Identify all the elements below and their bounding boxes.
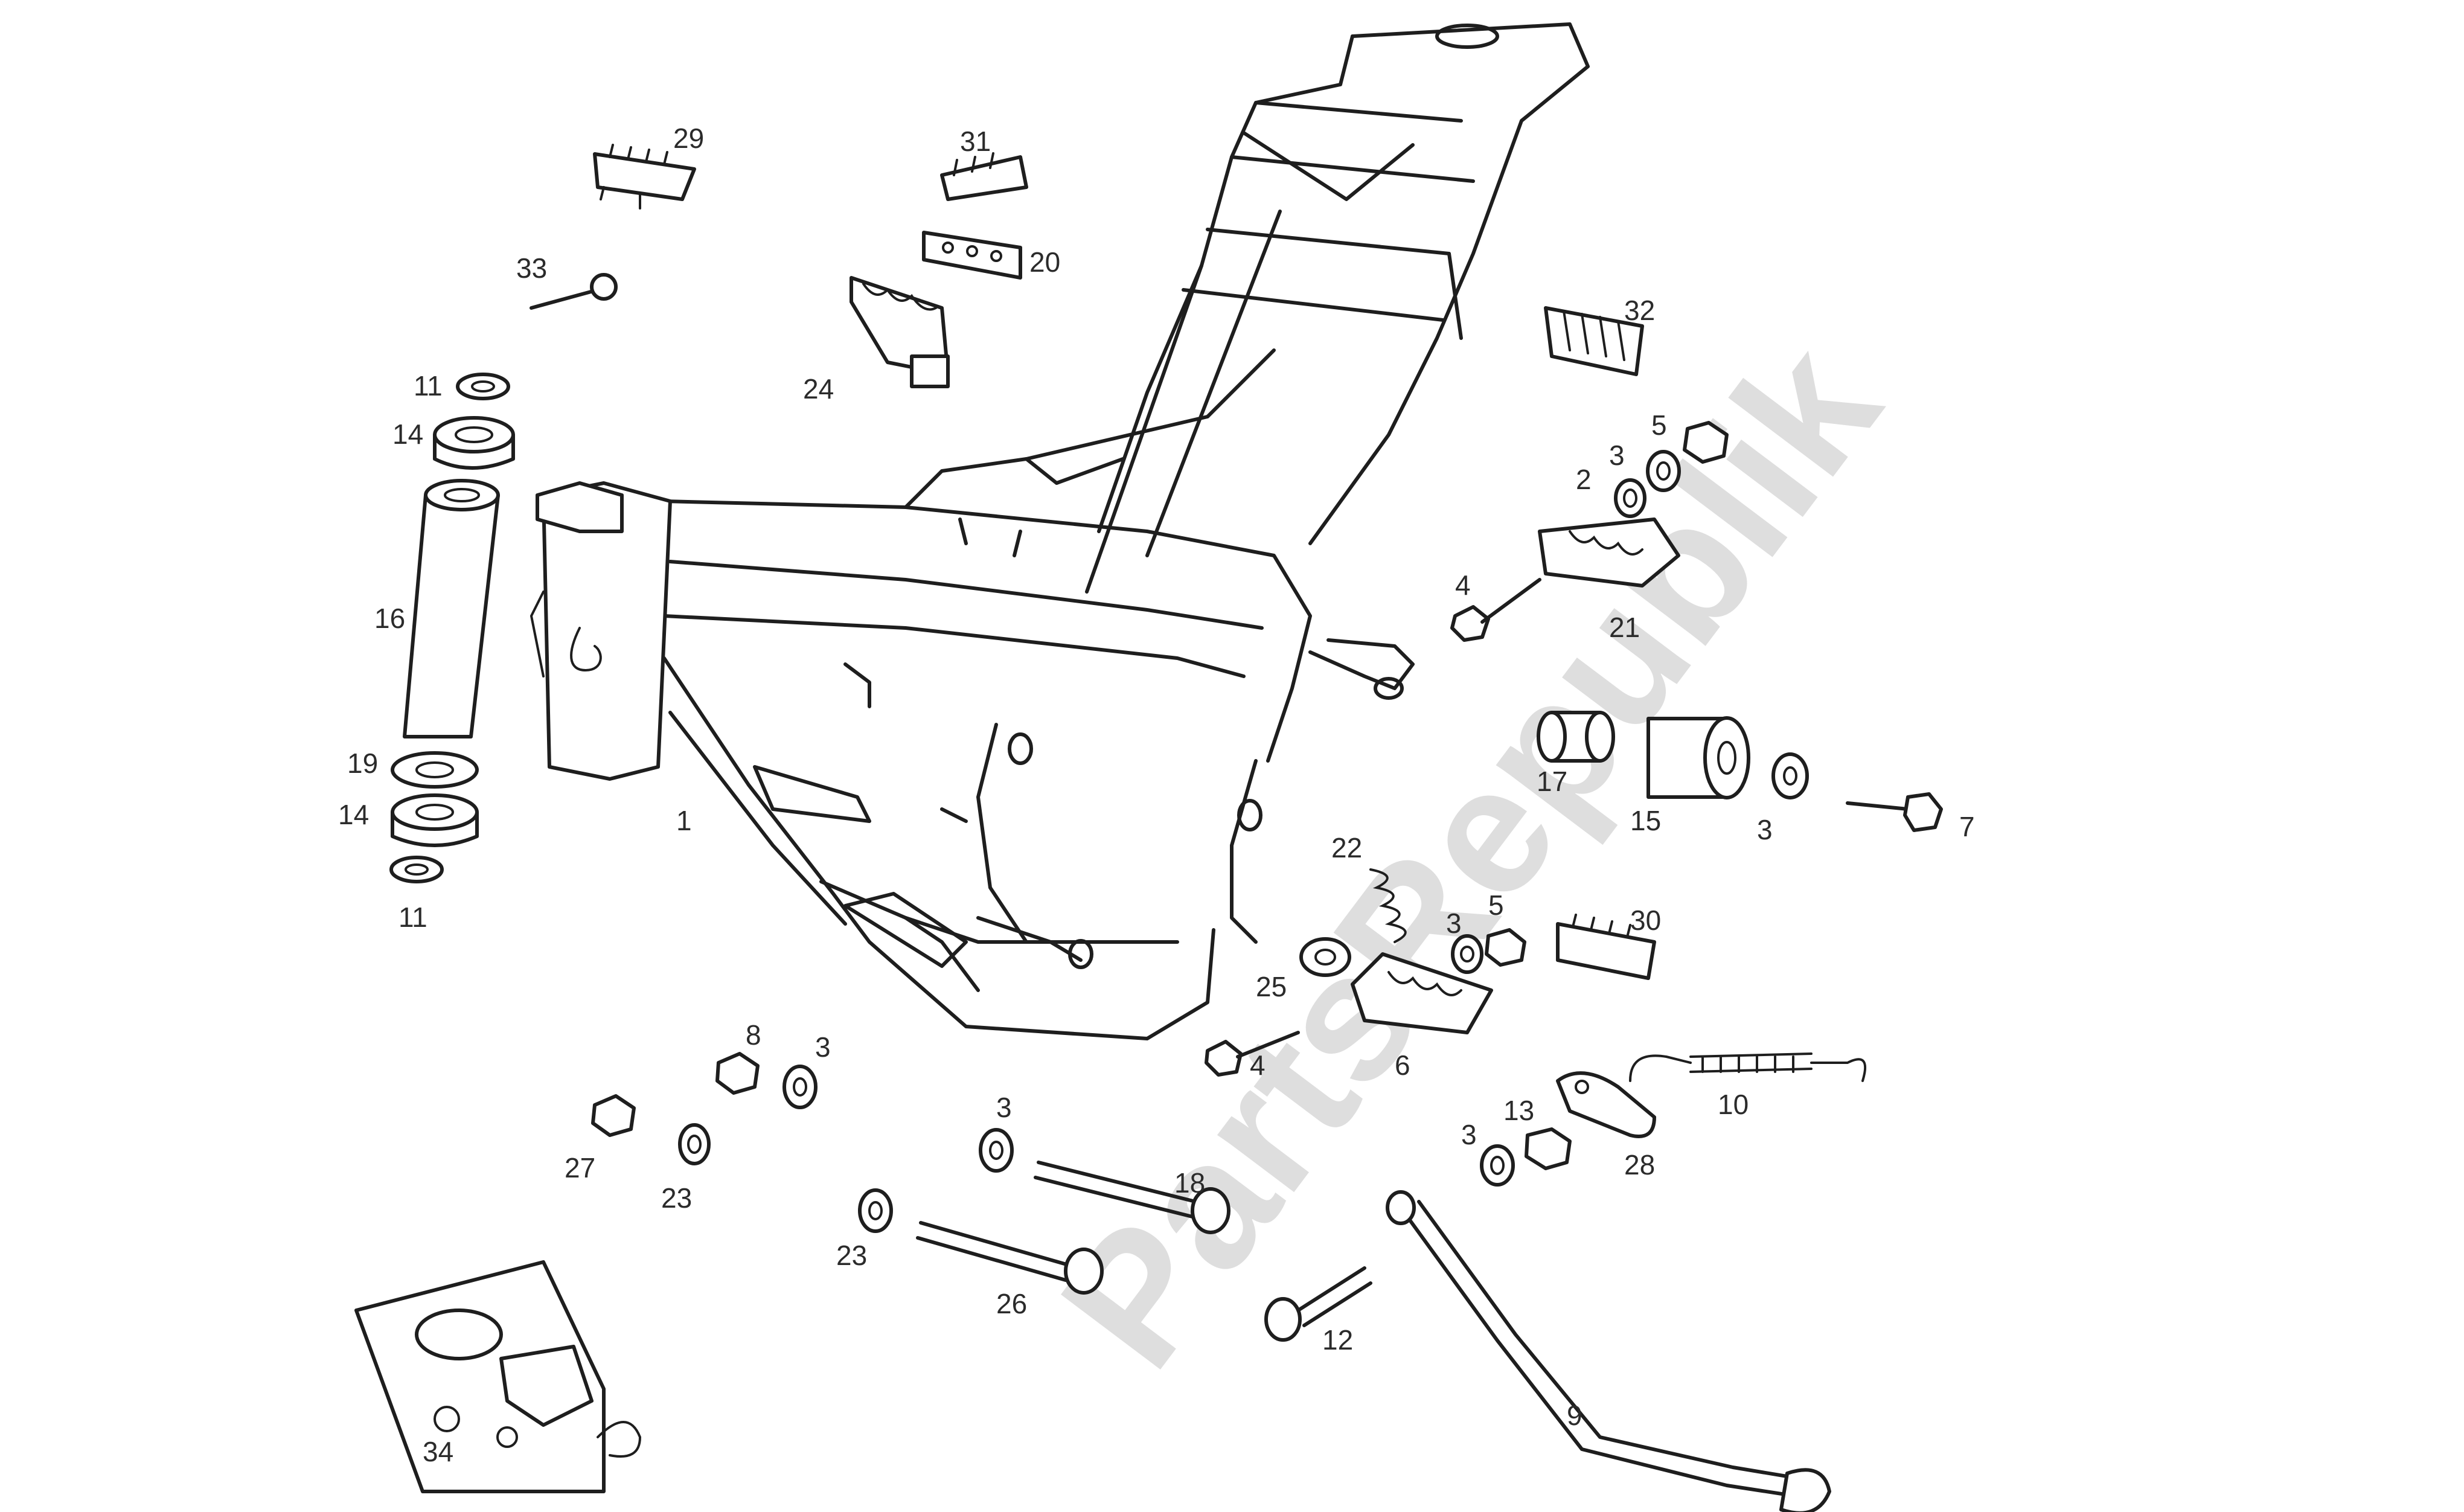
callout-9: 9 — [1567, 1400, 1582, 1431]
pin-33 — [530, 273, 618, 310]
washer-11-bottom — [389, 856, 444, 883]
callout-14-top: 14 — [392, 418, 423, 450]
callout-34: 34 — [423, 1436, 453, 1467]
bracket-32 — [1544, 306, 1644, 376]
callout-17: 17 — [1537, 766, 1567, 797]
kit-bag-34 — [354, 1260, 642, 1493]
washer-2 — [1614, 478, 1646, 518]
callout-16: 16 — [374, 603, 405, 634]
footpeg-clip-29 — [593, 144, 696, 210]
washer-19 — [391, 751, 479, 789]
footpeg-20 — [922, 231, 1022, 280]
nut-5-center — [1485, 928, 1526, 967]
footpeg-21 — [1538, 517, 1680, 588]
callout-4-top: 4 — [1455, 569, 1471, 601]
washer-3-right — [1480, 1144, 1515, 1187]
callout-8: 8 — [746, 1019, 761, 1051]
callout-18: 18 — [1174, 1167, 1205, 1199]
bushing-15 — [1646, 716, 1750, 799]
bushing-17 — [1537, 711, 1615, 763]
callout-25: 25 — [1256, 971, 1287, 1002]
steering-tube-16 — [403, 479, 500, 738]
footpeg-24 — [850, 276, 950, 388]
callout-19: 19 — [347, 748, 378, 779]
spring-22 — [1369, 868, 1407, 943]
footpeg-clip-30 — [1556, 914, 1656, 980]
callout-23-left: 23 — [661, 1182, 692, 1214]
washer-23-bolt — [858, 1188, 893, 1233]
nut-13 — [1525, 1127, 1572, 1170]
callout-33: 33 — [516, 252, 547, 284]
spring-10 — [1629, 1052, 1866, 1082]
side-stand-9 — [1386, 1190, 1831, 1512]
bolt-12 — [1264, 1266, 1372, 1342]
bushing-25 — [1299, 937, 1351, 977]
callout-11-top: 11 — [414, 370, 443, 402]
washer-3-top — [1646, 450, 1681, 492]
bolt-4-top — [1450, 578, 1541, 642]
callout-4-bottom: 4 — [1250, 1049, 1266, 1081]
callout-7: 7 — [1959, 811, 1975, 842]
callout-14-bottom: 14 — [338, 799, 369, 830]
callout-30: 30 — [1630, 905, 1661, 936]
callout-labels: 29 31 20 33 24 32 11 14 16 19 14 11 5 3 … — [338, 123, 1975, 1467]
bolt-26 — [916, 1221, 1104, 1295]
frame-part — [530, 22, 1590, 1040]
callout-3-mid: 3 — [1757, 814, 1773, 845]
washer-23-left — [678, 1123, 711, 1165]
callout-3-center: 3 — [1446, 908, 1462, 939]
washer-3-bolt — [979, 1128, 1014, 1173]
washer-11-top — [456, 373, 510, 400]
watermark-text: PartsRepublik — [1022, 307, 1919, 1403]
bearing-14-bottom — [391, 793, 479, 847]
callout-24: 24 — [803, 373, 834, 405]
bolt-18 — [1034, 1161, 1230, 1234]
callout-3-bolt: 3 — [996, 1092, 1012, 1123]
callout-31: 31 — [960, 126, 991, 157]
callout-3-left: 3 — [815, 1031, 831, 1063]
callout-10: 10 — [1718, 1089, 1749, 1120]
callout-29: 29 — [673, 123, 704, 154]
callout-27: 27 — [565, 1152, 595, 1184]
bolt-7 — [1846, 792, 1943, 832]
bolt-4-bottom — [1205, 1031, 1300, 1077]
callout-5-center: 5 — [1488, 889, 1504, 921]
callout-5-top: 5 — [1651, 409, 1667, 441]
nut-8 — [715, 1052, 760, 1095]
callout-13: 13 — [1503, 1095, 1534, 1126]
callout-22: 22 — [1331, 832, 1362, 863]
washer-3-mid — [1771, 752, 1809, 799]
callout-20: 20 — [1029, 246, 1060, 278]
callout-1: 1 — [676, 805, 692, 836]
plate-28 — [1556, 1071, 1656, 1138]
washer-3-left — [782, 1065, 818, 1109]
callout-32: 32 — [1624, 295, 1655, 326]
callout-12: 12 — [1322, 1324, 1353, 1356]
watermark: PartsRepublik — [1022, 307, 1919, 1403]
callout-15: 15 — [1630, 805, 1661, 836]
callout-2: 2 — [1576, 464, 1592, 495]
callout-23-bolt: 23 — [836, 1240, 867, 1271]
nut-5-top — [1683, 421, 1729, 464]
bracket-31 — [940, 152, 1028, 201]
callout-11-bottom: 11 — [398, 902, 427, 933]
callout-6: 6 — [1395, 1049, 1410, 1081]
callout-28: 28 — [1624, 1149, 1655, 1180]
callout-3-right: 3 — [1461, 1119, 1477, 1150]
callout-3-top: 3 — [1609, 440, 1625, 471]
washer-3-center — [1451, 934, 1483, 974]
bearing-14-top — [433, 416, 515, 470]
callout-21: 21 — [1609, 612, 1640, 643]
footpeg-6 — [1351, 952, 1493, 1034]
callout-26: 26 — [996, 1288, 1027, 1319]
nut-27 — [591, 1094, 636, 1137]
